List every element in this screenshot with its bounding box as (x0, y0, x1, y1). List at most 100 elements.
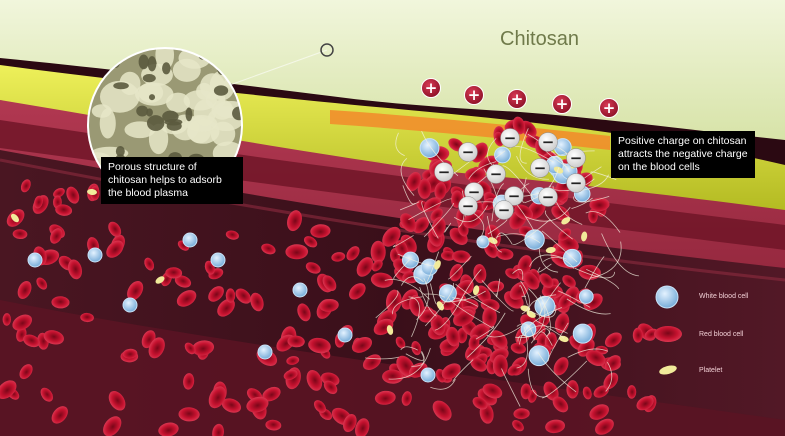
clot-red-blood-cell (496, 248, 514, 260)
red-blood-cell (374, 390, 396, 405)
negative-charge-symbol: − (498, 201, 511, 219)
red-blood-cell-body (413, 217, 430, 234)
callout-line: the blood plasma (108, 187, 188, 199)
negative-charge-badge: − (566, 148, 586, 168)
fibrin-strand (419, 286, 437, 317)
red-blood-cell-body (165, 267, 183, 279)
negative-charge-symbol: − (570, 174, 583, 192)
red-blood-cell (34, 195, 43, 209)
red-blood-cell-body (36, 277, 48, 290)
red-blood-cell (351, 336, 373, 353)
red-blood-cell-body (331, 252, 346, 262)
red-blood-cell (323, 380, 338, 395)
fibrin-strand (491, 183, 504, 222)
red-blood-cell (53, 188, 65, 198)
pore-hole (115, 145, 125, 157)
positive-charge-badge: + (464, 85, 484, 105)
pore-strut (99, 108, 116, 139)
pore-strut (210, 121, 236, 147)
red-blood-cell (346, 246, 360, 261)
red-blood-cell-body (225, 230, 239, 240)
fibrin-strand (516, 155, 549, 180)
pore-strut (138, 82, 164, 103)
fibrin-strand (423, 202, 455, 238)
red-blood-cell (287, 210, 302, 232)
red-blood-cell (262, 386, 281, 402)
red-blood-cell (68, 259, 82, 280)
clot-platelet (434, 260, 441, 270)
fibrin-strand (424, 293, 445, 298)
negative-charge-symbol: − (468, 183, 481, 201)
red-blood-cell-body (432, 400, 452, 421)
clot-red-blood-cell (514, 204, 534, 221)
red-blood-cell (158, 422, 179, 436)
fibrin-strand (448, 298, 494, 329)
red-blood-cell (174, 275, 192, 288)
fibrin-strand (430, 283, 438, 305)
red-blood-cell-body (374, 390, 396, 405)
red-blood-cell (246, 396, 269, 413)
negative-charge-circle (494, 200, 514, 220)
red-blood-cell (343, 414, 357, 433)
red-blood-cell-body (51, 296, 70, 309)
red-blood-cell-body (395, 336, 406, 349)
pore-hole (138, 54, 149, 70)
red-blood-cell-body (545, 419, 566, 434)
clot-red-blood-cell (541, 284, 563, 299)
fibrin-strand (384, 279, 430, 300)
red-blood-cell (644, 328, 658, 339)
red-blood-cell-body (417, 178, 432, 199)
white-blood-cell (420, 367, 436, 383)
pore-hole (232, 106, 242, 121)
platelet (155, 276, 165, 284)
clot-red-blood-cell (558, 228, 572, 241)
red-blood-cell-body (370, 240, 386, 264)
clot-red-blood-cell (464, 167, 486, 182)
red-blood-cell-body (148, 337, 165, 359)
red-blood-cell-body (520, 383, 532, 400)
fibrin-strand (530, 328, 551, 344)
negative-charge-circle (538, 132, 558, 152)
red-blood-cell-body (262, 386, 281, 402)
callout-line: attracts the negative charge (618, 148, 748, 160)
clot-red-blood-cell (512, 116, 526, 135)
fibrin-strand (475, 325, 495, 340)
red-blood-cell-body (12, 314, 33, 331)
white-blood-cell-legend-icon (655, 285, 679, 309)
clot-red-blood-cell (406, 171, 422, 192)
fibrin-strand (538, 282, 561, 318)
callout-line: Porous structure of (108, 161, 197, 173)
red-blood-cell (322, 275, 337, 292)
positive-charge-circle (464, 85, 484, 105)
negative-charge-circle (434, 162, 454, 182)
red-blood-cell-body (541, 284, 563, 299)
red-blood-cell-body (221, 398, 242, 413)
red-blood-cell-body (176, 290, 197, 307)
red-blood-cell-body (464, 167, 486, 182)
red-blood-cell (604, 332, 622, 348)
clot-red-blood-cell (510, 342, 527, 354)
fibrin-strand (411, 352, 425, 367)
pore-hole (148, 94, 156, 101)
red-blood-cell (250, 292, 264, 312)
red-blood-cell (297, 303, 311, 322)
negative-charge-symbol: − (542, 188, 555, 206)
red-blood-cell-body (473, 264, 487, 284)
red-blood-cell-body (250, 292, 264, 312)
clot-red-blood-cell (490, 330, 508, 349)
red-blood-cell (12, 314, 33, 331)
red-blood-cell (331, 252, 346, 262)
red-blood-cell (221, 398, 242, 413)
negative-charge-badge: − (566, 173, 586, 193)
red-blood-cell (17, 281, 32, 299)
red-blood-cell-body (2, 313, 12, 326)
clot-red-blood-cell (418, 309, 438, 323)
pore-hole (162, 110, 179, 123)
red-blood-cell (604, 355, 621, 372)
negative-charge-badge: − (486, 164, 506, 184)
legend-icons (654, 285, 682, 375)
white-blood-cell (27, 252, 43, 268)
fibrin-strand (519, 128, 529, 164)
red-blood-cell-body (265, 419, 282, 431)
red-blood-cell (176, 290, 197, 307)
